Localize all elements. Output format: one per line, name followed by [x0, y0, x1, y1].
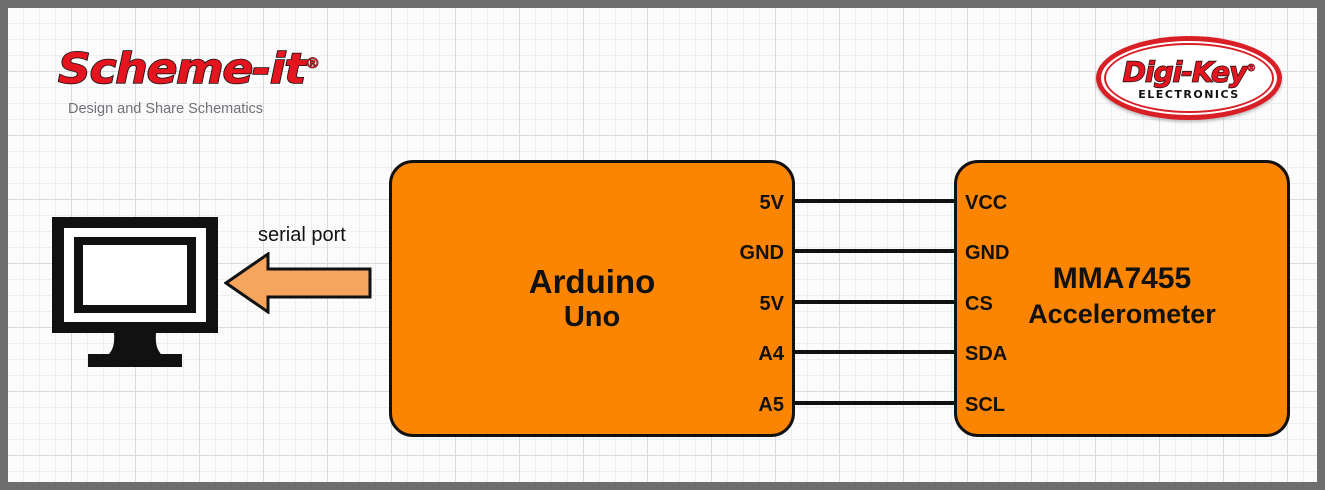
- left-arrow-icon: [223, 251, 372, 315]
- scheme-it-logo: Scheme-it® Design and Share Schematics: [57, 42, 320, 117]
- pin-mma7455-cs[interactable]: CS: [965, 293, 993, 315]
- pin-mma7455-vcc[interactable]: VCC: [965, 192, 1008, 214]
- scheme-it-wordmark: Scheme-it®: [57, 42, 328, 93]
- monitor-glyph: [52, 217, 218, 367]
- block-arduino-uno[interactable]: Arduino Uno 5V GND 5V A4 A5: [389, 160, 795, 437]
- block-mma7455-subtitle: Accelerometer: [1028, 299, 1216, 329]
- pin-arduino-a5[interactable]: A5: [758, 394, 784, 416]
- pin-arduino-5v-2[interactable]: 5V: [759, 293, 784, 315]
- block-arduino-title: Arduino: [528, 263, 656, 300]
- block-mma7455-title: MMA7455: [1052, 262, 1192, 295]
- digikey-wordmark-text: Digi-Key: [1122, 55, 1248, 89]
- block-arduino-subtitle: Uno: [563, 301, 621, 333]
- pin-mma7455-sda[interactable]: SDA: [965, 343, 1008, 365]
- pin-mma7455-gnd[interactable]: GND: [965, 242, 1010, 264]
- pin-arduino-5v-1[interactable]: 5V: [759, 192, 784, 214]
- registered-trademark-icon: ®: [304, 56, 321, 73]
- serial-port-label: serial port: [258, 224, 346, 246]
- digikey-subtitle: ELECTRONICS: [1138, 88, 1240, 101]
- pin-mma7455-scl[interactable]: SCL: [965, 394, 1005, 416]
- wire-gnd-gnd: [795, 249, 954, 253]
- digikey-logo: Digi-Key® ELECTRONICS: [1096, 36, 1282, 120]
- computer-monitor-icon: [52, 217, 218, 367]
- wire-5v-vcc: [795, 199, 954, 203]
- pin-arduino-a4[interactable]: A4: [758, 343, 784, 365]
- scheme-it-tagline: Design and Share Schematics: [68, 101, 264, 117]
- digikey-wordmark: Digi-Key®: [1096, 55, 1282, 86]
- pin-arduino-gnd[interactable]: GND: [739, 242, 784, 264]
- digikey-ellipse-inner: [1104, 43, 1274, 113]
- scheme-it-wordmark-text: Scheme-it: [57, 44, 307, 93]
- wire-a4-sda: [795, 350, 954, 354]
- arrow-glyph: [223, 251, 372, 315]
- wire-a5-scl: [795, 401, 954, 405]
- wire-5v-cs: [795, 300, 954, 304]
- registered-trademark-icon: ®: [1246, 63, 1257, 75]
- block-mma7455-accelerometer[interactable]: MMA7455 Accelerometer VCC GND CS SDA SCL: [954, 160, 1290, 437]
